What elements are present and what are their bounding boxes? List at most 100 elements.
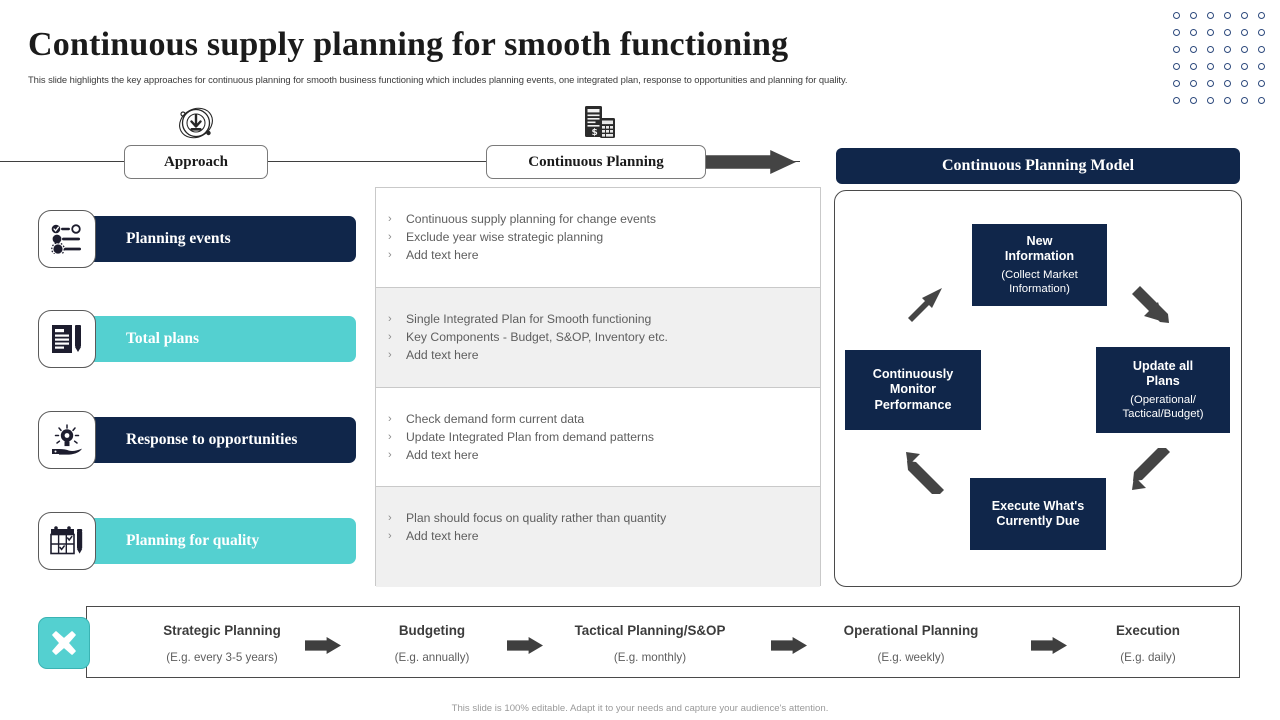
model-title: Continuous Planning Model	[941, 157, 1135, 174]
details-panel: › Continuous supply planning for change e…	[375, 187, 821, 587]
timeline-stage-budgeting[interactable]: Budgeting (E.g. annually)	[339, 607, 525, 679]
timeline-stage-tactical-planning-sop[interactable]: Tactical Planning/S&OP (E.g. monthly)	[539, 607, 761, 679]
calendar-check-pen-icon	[38, 512, 96, 570]
approach-item-label: Planning events	[126, 230, 231, 247]
timeline-stage-cadence: (E.g. monthly)	[613, 650, 687, 664]
decorative-dot-grid	[1168, 8, 1270, 110]
approach-item-bar: Planning events	[88, 216, 356, 262]
details-block: › Single Integrated Plan for Smooth funct…	[376, 287, 820, 388]
timeline-stage-cadence: (E.g. daily)	[1120, 650, 1176, 664]
sliders-settings-icon	[38, 210, 96, 268]
list-item-text: Add text here	[406, 529, 479, 544]
tab-continuous-planning-label: Continuous Planning	[528, 153, 664, 170]
list-item: › Plan should focus on quality rather tha…	[388, 509, 820, 527]
list-item-text: Add text here	[406, 248, 479, 262]
timeline-stage-name: Budgeting	[398, 622, 466, 638]
list-item-text: Plan should focus on quality rather than…	[406, 511, 667, 526]
chevron-right-icon: ›	[388, 512, 392, 525]
cycle-arrow-down-left-icon	[1128, 448, 1174, 494]
timeline-stage-operational-planning[interactable]: Operational Planning (E.g. weekly)	[801, 607, 1021, 679]
details-block: › Check demand form current data › Update …	[376, 388, 820, 488]
details-block: › Continuous supply planning for change e…	[376, 188, 820, 288]
approach-item-bar: Total plans	[88, 316, 356, 362]
timeline-stage-strategic-planning[interactable]: Strategic Planning (E.g. every 3-5 years…	[119, 607, 325, 679]
cross-x-icon	[38, 617, 90, 669]
chevron-right-icon: ›	[388, 430, 392, 443]
list-item: › Key Components - Budget, S&OP, Inventor…	[388, 328, 820, 346]
chevron-right-icon: ›	[388, 231, 392, 243]
rail-arrow-icon	[704, 150, 796, 174]
timeline-stage-name: Execution	[1116, 622, 1180, 638]
list-item-text: Add text here	[406, 347, 479, 362]
timeline-stage-cadence: (E.g. every 3-5 years)	[166, 650, 278, 664]
list-item-text: Add text here	[406, 447, 479, 462]
model-title-bar: Continuous Planning Model	[836, 148, 1240, 184]
timeline-stage-cadence: (E.g. weekly)	[877, 650, 945, 664]
list-item: › Add text here	[388, 527, 820, 545]
timeline-arrow-icon	[305, 637, 341, 654]
rail-line	[0, 161, 800, 163]
tab-approach-label: Approach	[164, 153, 228, 170]
list-item-text: Exclude year wise strategic planning	[406, 230, 604, 244]
calculator-invoice-icon: $	[583, 104, 617, 147]
chevron-right-icon: ›	[388, 412, 392, 425]
approach-item-bar: Response to opportunities	[88, 417, 356, 463]
list-item: › Add text here	[388, 346, 820, 364]
list-item-text: Continuous supply planning for change ev…	[406, 212, 657, 226]
timeline-stage-cadence: (E.g. annually)	[394, 650, 470, 664]
list-item: › Update Integrated Plan from demand patt…	[388, 428, 820, 446]
tab-approach[interactable]: Approach	[124, 145, 268, 179]
list-item: › Single Integrated Plan for Smooth funct…	[388, 310, 820, 328]
cycle-arrow-up-left-icon	[902, 448, 948, 494]
chevron-right-icon: ›	[388, 249, 392, 261]
details-block: › Plan should focus on quality rather tha…	[376, 487, 820, 587]
list-item-text: Key Components - Budget, S&OP, Inventory…	[406, 329, 668, 344]
list-item-text: Single Integrated Plan for Smooth functi…	[406, 311, 652, 326]
list-item-text: Check demand form current data	[406, 411, 585, 426]
page-title: Continuous supply planning for smooth fu…	[28, 26, 789, 63]
approach-item-label: Total plans	[126, 330, 200, 347]
approach-item-bar: Planning for quality	[88, 518, 356, 564]
list-item: › Continuous supply planning for change e…	[388, 210, 820, 228]
target-orbit-icon	[176, 104, 216, 147]
timeline-stage-execution[interactable]: Execution (E.g. daily)	[1063, 607, 1233, 679]
timeline-stage-name: Tactical Planning/S&OP	[574, 622, 726, 638]
chevron-right-icon: ›	[388, 330, 392, 343]
svg-text:$: $	[592, 128, 598, 138]
chevron-right-icon: ›	[388, 213, 392, 225]
planning-cadence-timeline: Strategic Planning (E.g. every 3-5 years…	[86, 606, 1240, 678]
model-node-subtitle: (Operational/Tactical/Budget)	[1122, 393, 1204, 421]
list-item: › Add text here	[388, 246, 820, 264]
chevron-right-icon: ›	[388, 448, 392, 461]
lightbulb-hand-icon	[38, 411, 96, 469]
timeline-arrow-icon	[771, 637, 807, 654]
cycle-arrow-down-right-icon	[1128, 282, 1174, 328]
list-item: › Exclude year wise strategic planning	[388, 228, 820, 246]
approach-item-label: Response to opportunities	[126, 431, 298, 448]
timeline-stage-name: Strategic Planning	[163, 622, 281, 638]
tab-continuous-planning[interactable]: Continuous Planning	[486, 145, 706, 179]
page-subtitle: This slide highlights the key approaches…	[28, 74, 848, 85]
timeline-arrow-icon	[1031, 637, 1067, 654]
document-pencil-icon	[38, 310, 96, 368]
chevron-right-icon: ›	[388, 348, 392, 361]
cycle-arrow-up-right-icon	[902, 282, 948, 328]
approach-item-label: Planning for quality	[126, 532, 260, 549]
timeline-arrow-icon	[507, 637, 543, 654]
list-item-text: Update Integrated Plan from demand patte…	[406, 429, 654, 444]
chevron-right-icon: ›	[388, 312, 392, 325]
list-item: › Check demand form current data	[388, 410, 820, 428]
list-item: › Add text here	[388, 446, 820, 464]
chevron-right-icon: ›	[388, 530, 392, 543]
footer-note: This slide is 100% editable. Adapt it to…	[451, 703, 829, 714]
timeline-stage-name: Operational Planning	[843, 622, 979, 638]
